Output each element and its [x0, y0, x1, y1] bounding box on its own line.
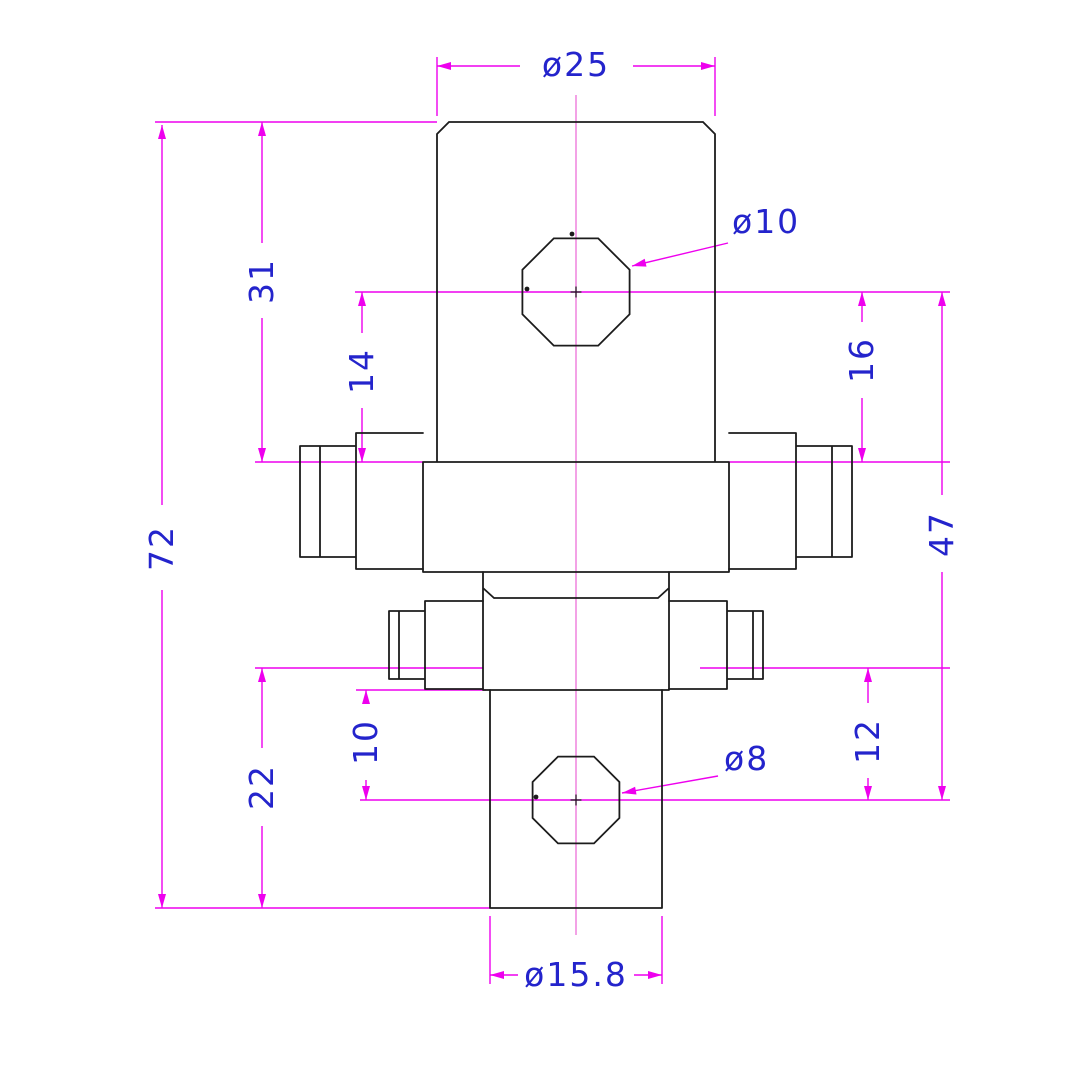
dim-label-hole-to-flange-left: 14 [342, 348, 381, 394]
extension-lines [155, 57, 950, 984]
dim-label-hole-centers: 47 [922, 511, 961, 557]
top-hole-outline [521, 237, 631, 347]
arrow [490, 971, 504, 979]
dim-label-overall-height: 72 [142, 525, 181, 571]
vertex-dot [533, 794, 539, 800]
dim-label-top-to-flange: 31 [242, 258, 281, 304]
lower-side-fittings-outline [388, 600, 764, 690]
arrow [938, 786, 946, 800]
hole-vertex-dots [524, 231, 575, 800]
arrow [158, 894, 166, 908]
arrow [158, 125, 166, 139]
dim-label-bottom-to-shoulder: 22 [242, 764, 281, 810]
arrow [864, 668, 872, 682]
arrow [938, 292, 946, 306]
dim-label-dia-hole-top: ø10 [732, 202, 800, 241]
arrow [701, 62, 715, 70]
dim-label-cyl-top-to-hole: 10 [346, 719, 385, 765]
leader-line-hole-top [631, 242, 729, 267]
dim-label-dia-hole-bottom: ø8 [724, 739, 769, 778]
vertex-dot [524, 286, 530, 292]
dimension-arrows [158, 62, 946, 979]
part-outline [299, 121, 853, 909]
arrow [858, 292, 866, 306]
leader-line-hole-bottom [621, 775, 719, 794]
arrow [648, 971, 662, 979]
arrow [258, 448, 266, 462]
arrow [864, 786, 872, 800]
arrow [258, 894, 266, 908]
leader-arrow [632, 258, 647, 267]
dim-label-shoulder-to-hole: 12 [848, 718, 887, 764]
arrow [258, 122, 266, 136]
arrow [358, 448, 366, 462]
lower-body-outline [482, 571, 670, 691]
dimension-lines [155, 57, 950, 984]
dimension-labels: ø25 ø10 72 31 14 16 47 12 10 22 ø8 ø15.8 [142, 45, 961, 994]
upper-side-fittings-outline [299, 432, 853, 570]
bottom-hole-outline [531, 755, 621, 845]
vertex-dot [569, 231, 575, 237]
dim-label-hole-to-flange-right: 16 [842, 337, 881, 383]
dim-label-dia-top: ø25 [542, 45, 610, 84]
hole-center-marks [570, 286, 582, 806]
bottom-cylinder-outline [489, 689, 663, 909]
arrow [358, 292, 366, 306]
arrow [362, 786, 370, 800]
dim-label-dia-bottom: ø15.8 [524, 955, 628, 994]
arrow [362, 690, 370, 704]
top-cylinder-outline [422, 121, 730, 573]
leader-arrow [622, 786, 637, 795]
arrow [437, 62, 451, 70]
arrow [258, 668, 266, 682]
arrow [858, 448, 866, 462]
